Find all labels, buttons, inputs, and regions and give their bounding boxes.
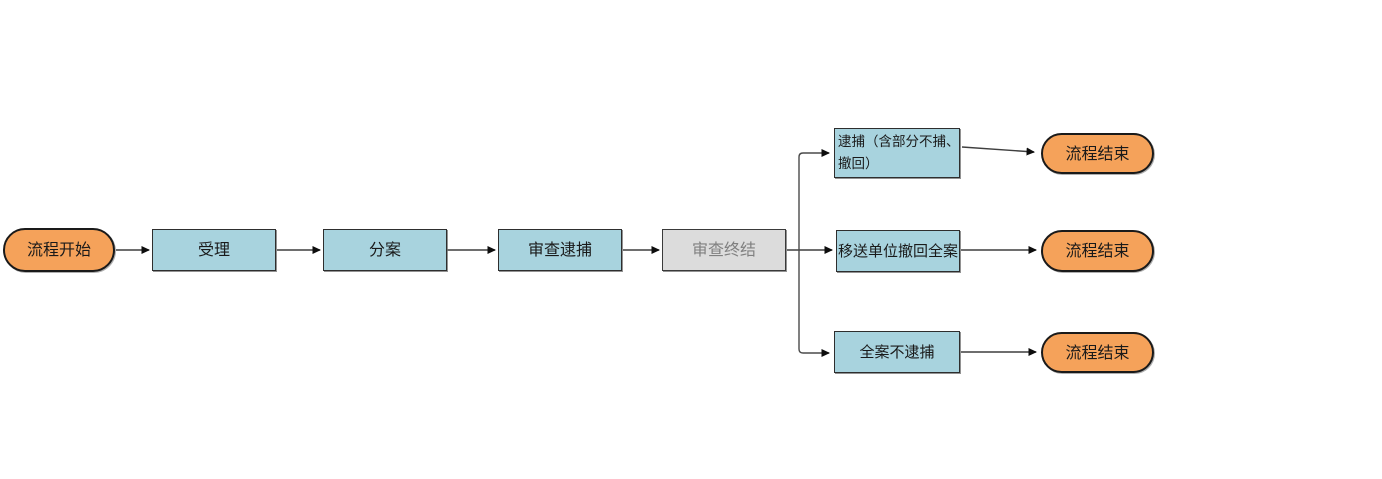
node-label: 流程结束 bbox=[1065, 143, 1130, 163]
node-accept[interactable]: 受理 bbox=[152, 229, 276, 271]
node-label: 受理 bbox=[197, 240, 230, 259]
connector-branch-up bbox=[798, 149, 830, 250]
node-label: 流程结束 bbox=[1065, 342, 1130, 362]
node-process-end-middle[interactable]: 流程结束 bbox=[1041, 230, 1154, 272]
connector-arrest-partial-to-end bbox=[961, 146, 1035, 156]
node-process-end-bottom[interactable]: 流程结束 bbox=[1041, 332, 1154, 373]
node-review-conclude[interactable]: 审查终结 bbox=[662, 229, 786, 271]
node-label: 移送单位撤回全案 bbox=[837, 241, 958, 260]
node-label: 审查终结 bbox=[691, 240, 756, 259]
node-process-start[interactable]: 流程开始 bbox=[3, 228, 115, 272]
node-label: 全案不逮捕 bbox=[859, 342, 935, 361]
node-label: 流程开始 bbox=[26, 240, 91, 259]
node-label: 审查逮捕 bbox=[527, 240, 592, 259]
node-arrest-partial[interactable]: 逮捕（含部分不捕、 撤回） bbox=[834, 128, 960, 178]
node-process-end-top[interactable]: 流程结束 bbox=[1041, 133, 1154, 174]
node-review-arrest[interactable]: 审查逮捕 bbox=[498, 229, 622, 271]
node-label: 分案 bbox=[368, 240, 401, 259]
node-assign[interactable]: 分案 bbox=[323, 229, 447, 271]
node-no-arrest[interactable]: 全案不逮捕 bbox=[834, 331, 960, 373]
node-label: 逮捕（含部分不捕、 撤回） bbox=[838, 134, 960, 172]
node-transfer-withdraw[interactable]: 移送单位撤回全案 bbox=[836, 230, 960, 272]
node-label: 流程结束 bbox=[1065, 241, 1130, 260]
connector-branch-down bbox=[798, 250, 830, 357]
